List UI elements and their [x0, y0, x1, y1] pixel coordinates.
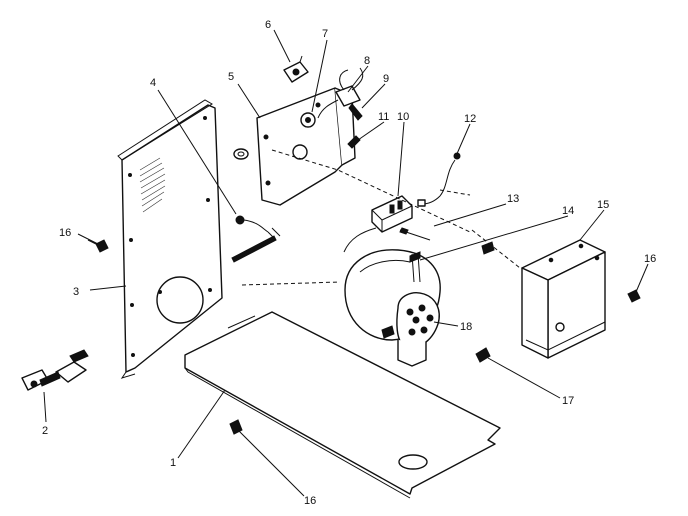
callout-9: 9	[383, 73, 389, 85]
callout-15: 15	[597, 199, 609, 211]
blower-assembly	[344, 249, 441, 367]
callout-7: 7	[322, 28, 328, 40]
screw-right	[627, 289, 641, 303]
callout-12: 12	[464, 113, 476, 125]
callout-16-right: 16	[644, 253, 656, 265]
rod	[399, 227, 431, 241]
callout-4: 4	[150, 77, 156, 89]
callout-13: 13	[507, 193, 519, 205]
gas-valve	[21, 349, 89, 391]
callout-3: 3	[73, 286, 79, 298]
control-module	[343, 195, 413, 253]
screw-13	[481, 241, 495, 255]
vent-grille	[139, 157, 166, 213]
control-bracket	[256, 87, 356, 206]
callout-labels: 1 2 3 4 5 6 7 8 9 10 11 12 13 14 15 16 1…	[42, 19, 656, 507]
callout-6: 6	[265, 19, 271, 31]
callout-8: 8	[364, 55, 370, 67]
alignment-lines	[241, 149, 521, 286]
sensor-lead	[417, 152, 461, 207]
wiring-harness	[231, 215, 281, 263]
callout-17: 17	[562, 395, 574, 407]
panel-screw-holes	[128, 116, 212, 357]
bracket-sensor	[300, 112, 316, 128]
leader-lines	[43, 29, 649, 497]
callout-11: 11	[378, 111, 389, 123]
callout-18: 18	[460, 321, 472, 333]
base-plate	[184, 311, 501, 499]
limit-switch	[283, 55, 309, 83]
front-panel	[117, 99, 223, 379]
screw-left	[87, 239, 109, 253]
orifice	[347, 135, 361, 149]
callout-2: 2	[42, 425, 48, 437]
callout-14: 14	[562, 205, 574, 217]
callout-5: 5	[228, 71, 234, 83]
callout-1: 1	[170, 457, 176, 469]
side-bracket	[521, 239, 606, 359]
igniter-assembly	[317, 67, 364, 121]
grommet	[233, 148, 249, 160]
callout-16-left: 16	[59, 227, 71, 239]
screw-17	[475, 347, 491, 363]
callout-16-bottom: 16	[304, 495, 316, 507]
callout-10: 10	[397, 111, 409, 123]
